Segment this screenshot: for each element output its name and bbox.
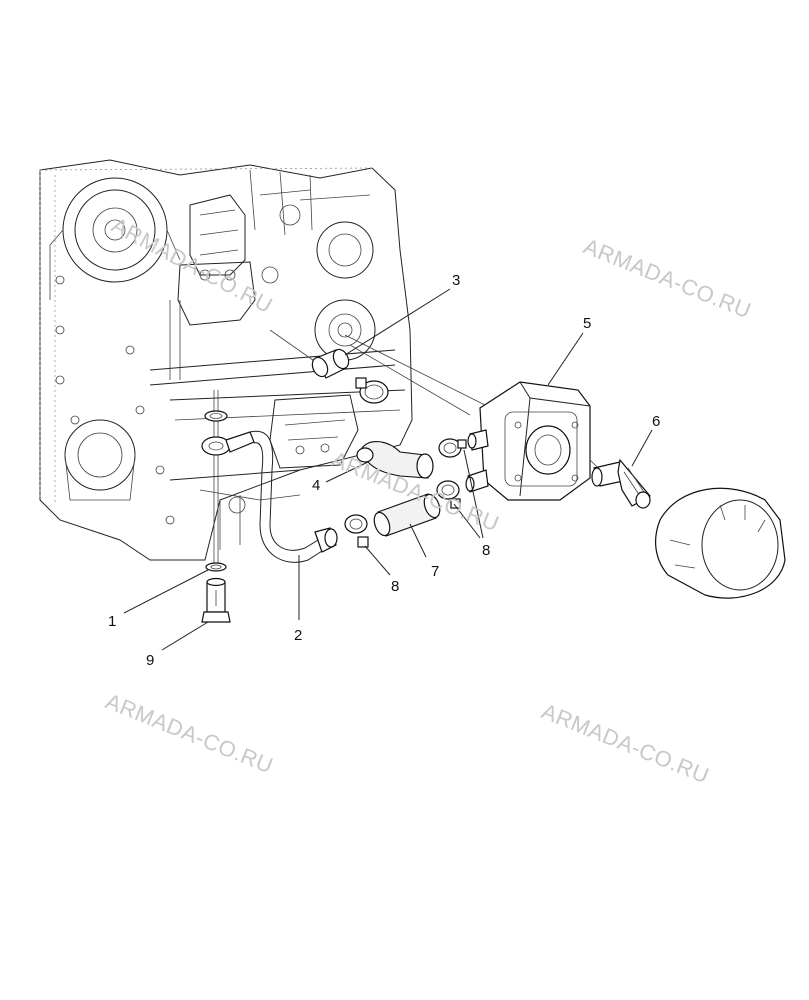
part-8-clamp-upper xyxy=(355,377,389,404)
part-5-oil-cooler xyxy=(465,381,591,501)
callout-3: 3 xyxy=(452,272,460,289)
callout-4: 4 xyxy=(312,477,320,494)
callout-8-right: 8 xyxy=(482,542,490,559)
part-8-clamp-right xyxy=(436,438,467,509)
watermark: ARMADA-CO.RU xyxy=(538,698,713,788)
part-3-fitting xyxy=(311,348,350,379)
part-2-oil-pipe xyxy=(201,430,338,563)
watermark: ARMADA-CO.RU xyxy=(102,688,277,778)
callout-7: 7 xyxy=(431,563,439,580)
callout-5: 5 xyxy=(583,315,591,332)
part-1-washer xyxy=(204,410,228,572)
part-9-banjo-bolt xyxy=(201,577,231,623)
part-8-clamp-left xyxy=(344,514,369,548)
callout-9: 9 xyxy=(146,652,154,669)
callout-leaders xyxy=(123,288,653,651)
part-6-threaded-nipple xyxy=(591,458,651,509)
engine-block xyxy=(39,159,413,561)
callout-6: 6 xyxy=(652,413,660,430)
watermark: ARMADA-CO.RU xyxy=(580,233,755,323)
callout-1: 1 xyxy=(108,613,116,630)
callout-labels: 1 2 3 4 5 6 7 8 8 9 xyxy=(108,272,660,669)
part-7-hose xyxy=(373,493,441,537)
oil-filter xyxy=(654,487,786,599)
watermarks: ARMADA-CO.RU ARMADA-CO.RU ARMADA-CO.RU A… xyxy=(102,212,755,788)
callout-8-lower: 8 xyxy=(391,578,399,595)
callout-2: 2 xyxy=(294,627,302,644)
part-4-elbow-hose xyxy=(356,441,434,479)
